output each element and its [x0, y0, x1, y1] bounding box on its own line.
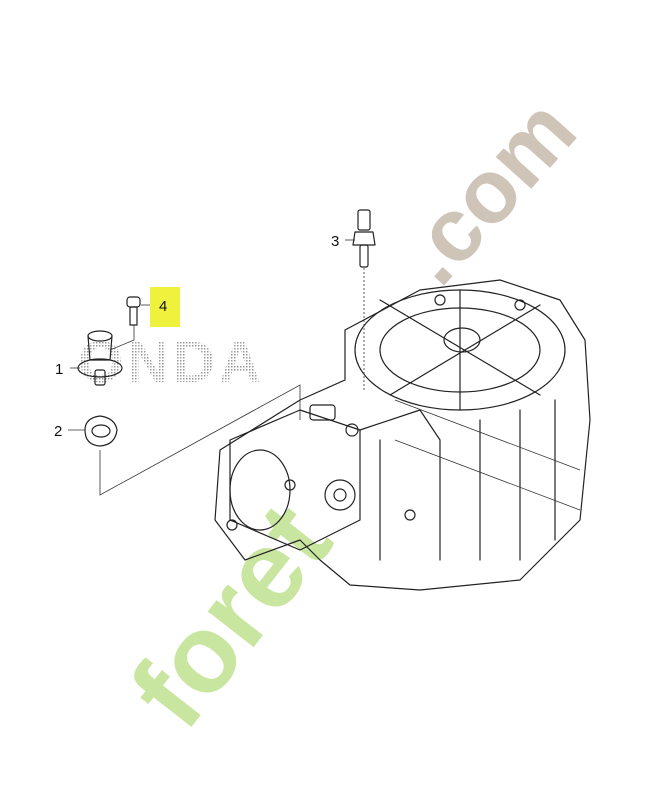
brand-watermark: ONDA: [78, 330, 265, 395]
part-4-bolt: [126, 296, 141, 326]
callout-2: 2: [54, 423, 62, 440]
callout-1: 1: [55, 361, 63, 378]
svg-text:foret: foret: [107, 481, 354, 749]
callout-4: 4: [159, 298, 167, 315]
part-2-gasket: [84, 415, 118, 447]
callout-4-highlight: [150, 287, 180, 327]
site-watermark: .com foret: [107, 80, 595, 749]
callout-3: 3: [331, 233, 339, 250]
part-3-sensor: [352, 209, 376, 390]
svg-text:.com: .com: [381, 80, 596, 303]
